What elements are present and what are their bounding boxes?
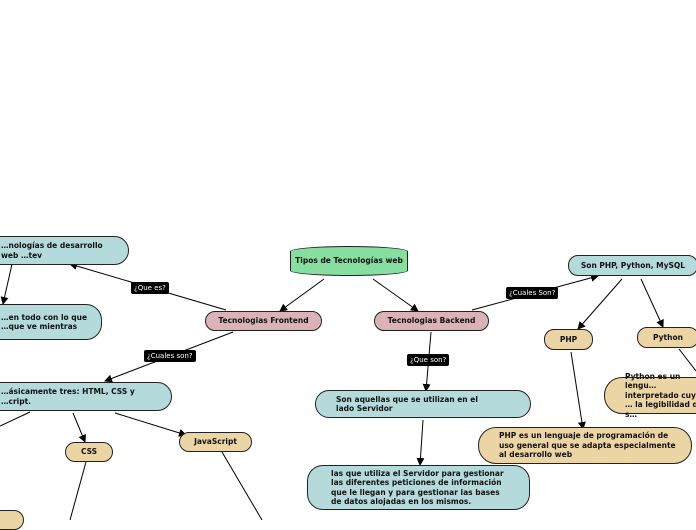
edge-root-frontend xyxy=(279,278,325,312)
edge-list-js xyxy=(114,412,187,437)
subtopic-frontend-definition[interactable]: …nologías de desarrollo web …tev xyxy=(0,236,129,265)
leaf-php[interactable]: PHP xyxy=(544,329,593,350)
edge-css-down xyxy=(69,461,87,520)
topic-backend-label: Tecnologias Backend xyxy=(387,316,476,326)
edge-list-php xyxy=(577,278,623,330)
root-topic[interactable]: Tipos de Tecnologías web xyxy=(290,246,408,276)
leaf-offscreen[interactable] xyxy=(0,510,24,530)
leaf-php-definition[interactable]: PHP es un lenguaje de programación de us… xyxy=(478,427,692,464)
edge-def-use xyxy=(416,419,425,466)
edge-def-def2 xyxy=(0,263,13,305)
subtopic-backend-definition-label: Son aquellas que se utilizan en el lado … xyxy=(336,394,478,413)
subtopic-frontend-definition-label: …nologías de desarrollo web …tev xyxy=(1,241,103,260)
edge-root-backend xyxy=(372,278,419,312)
subtopic-frontend-description[interactable]: …en todo con lo que …que ve mientras xyxy=(0,304,102,340)
leaf-python[interactable]: Python xyxy=(637,327,696,348)
leaf-python-definition-label: Python es un lengu… interpretado cuya … … xyxy=(625,372,696,419)
edge-list-left xyxy=(0,411,31,427)
edge-php-def xyxy=(570,351,586,430)
subtopic-backend-list-label: Son PHP, Python, MySQL xyxy=(580,260,686,270)
topic-backend[interactable]: Tecnologias Backend xyxy=(374,311,489,331)
edge-list-css xyxy=(72,412,87,443)
root-topic-label: Tipos de Tecnologías web xyxy=(295,256,403,266)
subtopic-frontend-list[interactable]: …ásicamente tres: HTML, CSS y …cript. xyxy=(0,382,172,411)
edge-label-cuales-son-front: ¿Cuales son? xyxy=(144,350,196,362)
leaf-css-label: CSS xyxy=(80,447,98,457)
leaf-python-label: Python xyxy=(653,332,683,342)
edge-js-down xyxy=(221,451,263,520)
leaf-css[interactable]: CSS xyxy=(65,442,113,462)
subtopic-backend-usage-label: las que utiliza el Servidor para gestion… xyxy=(331,468,504,506)
subtopic-frontend-description-label: …en todo con lo que …que ve mientras xyxy=(1,312,88,331)
edge-list-python xyxy=(640,278,664,328)
edge-python-def xyxy=(678,348,696,372)
edge-label-que-es: ¿Que es? xyxy=(131,282,169,294)
leaf-python-definition[interactable]: Python es un lengu… interpretado cuya … … xyxy=(604,372,696,419)
leaf-javascript[interactable]: JavaScript xyxy=(179,432,252,452)
edge-label-que-son: ¿Que son? xyxy=(407,354,450,366)
leaf-javascript-label: JavaScript xyxy=(194,437,237,447)
subtopic-frontend-list-label: …ásicamente tres: HTML, CSS y …cript. xyxy=(1,387,135,406)
topic-frontend[interactable]: Tecnologias Frontend xyxy=(205,311,322,331)
subtopic-backend-list[interactable]: Son PHP, Python, MySQL xyxy=(568,255,696,276)
subtopic-backend-usage[interactable]: las que utiliza el Servidor para gestion… xyxy=(307,465,530,510)
edge-label-cuales-son-back: ¿Cuales Son? xyxy=(506,287,559,299)
leaf-php-definition-label: PHP es un lenguaje de programación de us… xyxy=(499,431,676,460)
subtopic-backend-definition[interactable]: Son aquellas que se utilizan en el lado … xyxy=(315,390,531,418)
leaf-php-label: PHP xyxy=(559,334,578,344)
topic-frontend-label: Tecnologias Frontend xyxy=(218,316,309,326)
